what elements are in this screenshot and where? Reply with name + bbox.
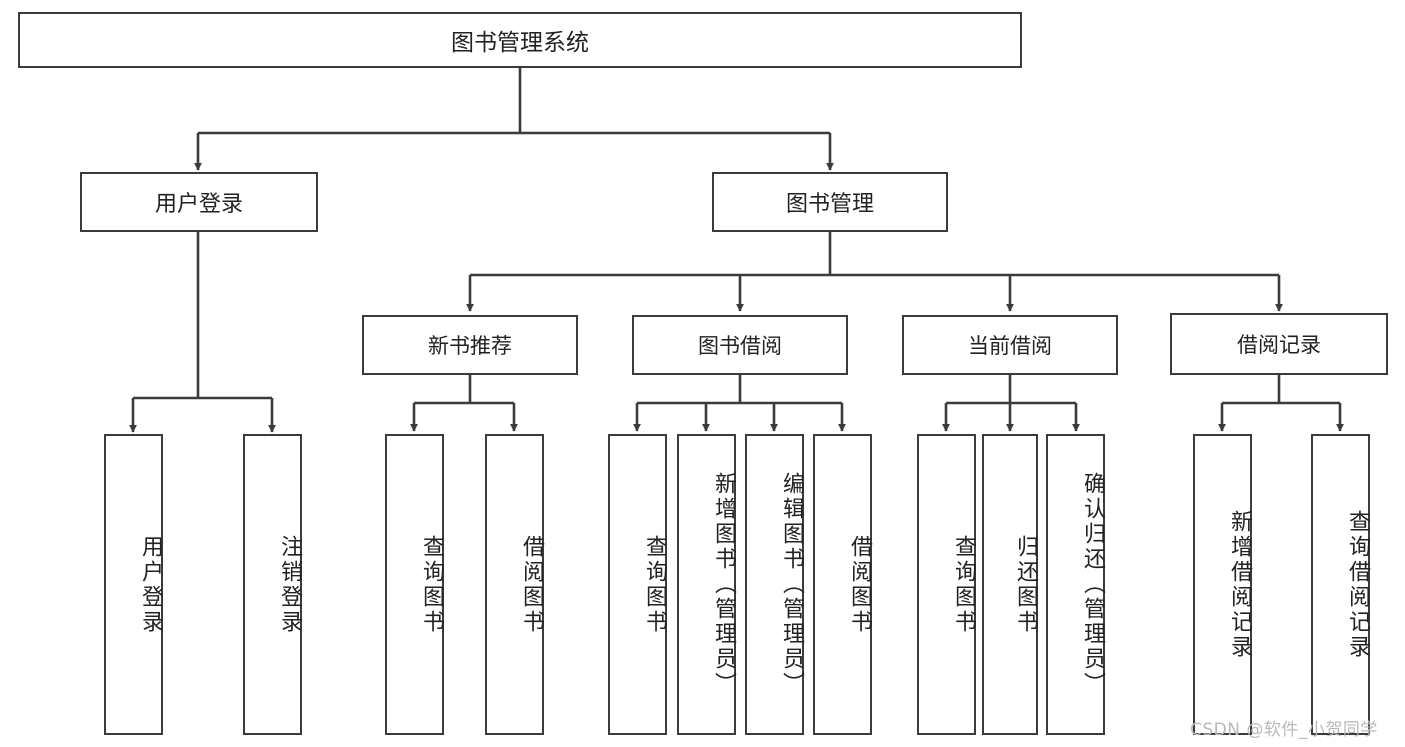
node-book-borrow[interactable]: 图书借阅 — [632, 315, 848, 375]
node-leaf-query-book-current[interactable]: 查询图书 — [917, 434, 976, 735]
node-user-login[interactable]: 用户登录 — [80, 172, 318, 232]
node-borrow-record[interactable]: 借阅记录 — [1170, 313, 1388, 375]
node-leaf-confirm-return-admin[interactable]: 确认归还（管理员） — [1046, 434, 1105, 735]
node-leaf-user-login-action[interactable]: 用户登录 — [104, 434, 163, 735]
node-leaf-logout-action[interactable]: 注销登录 — [243, 434, 302, 735]
watermark-credit: CSDN @软件_小贺同学 — [1190, 720, 1378, 740]
node-leaf-add-book-admin[interactable]: 新增图书（管理员） — [677, 434, 736, 735]
node-leaf-borrow-book[interactable]: 借阅图书 — [813, 434, 872, 735]
node-leaf-query-book-borrow[interactable]: 查询图书 — [608, 434, 667, 735]
node-leaf-add-borrow-record[interactable]: 新增借阅记录 — [1193, 434, 1252, 735]
node-leaf-query-book-rec[interactable]: 查询图书 — [385, 434, 444, 735]
node-leaf-query-borrow-record[interactable]: 查询借阅记录 — [1311, 434, 1370, 735]
node-leaf-borrow-book-rec[interactable]: 借阅图书 — [485, 434, 544, 735]
node-leaf-return-book[interactable]: 归还图书 — [982, 434, 1038, 735]
node-new-book-recommendation[interactable]: 新书推荐 — [362, 315, 578, 375]
node-root-system[interactable]: 图书管理系统 — [18, 12, 1022, 68]
node-book-management[interactable]: 图书管理 — [712, 172, 948, 232]
node-current-borrow[interactable]: 当前借阅 — [902, 315, 1118, 375]
node-leaf-edit-book-admin[interactable]: 编辑图书（管理员） — [745, 434, 804, 735]
